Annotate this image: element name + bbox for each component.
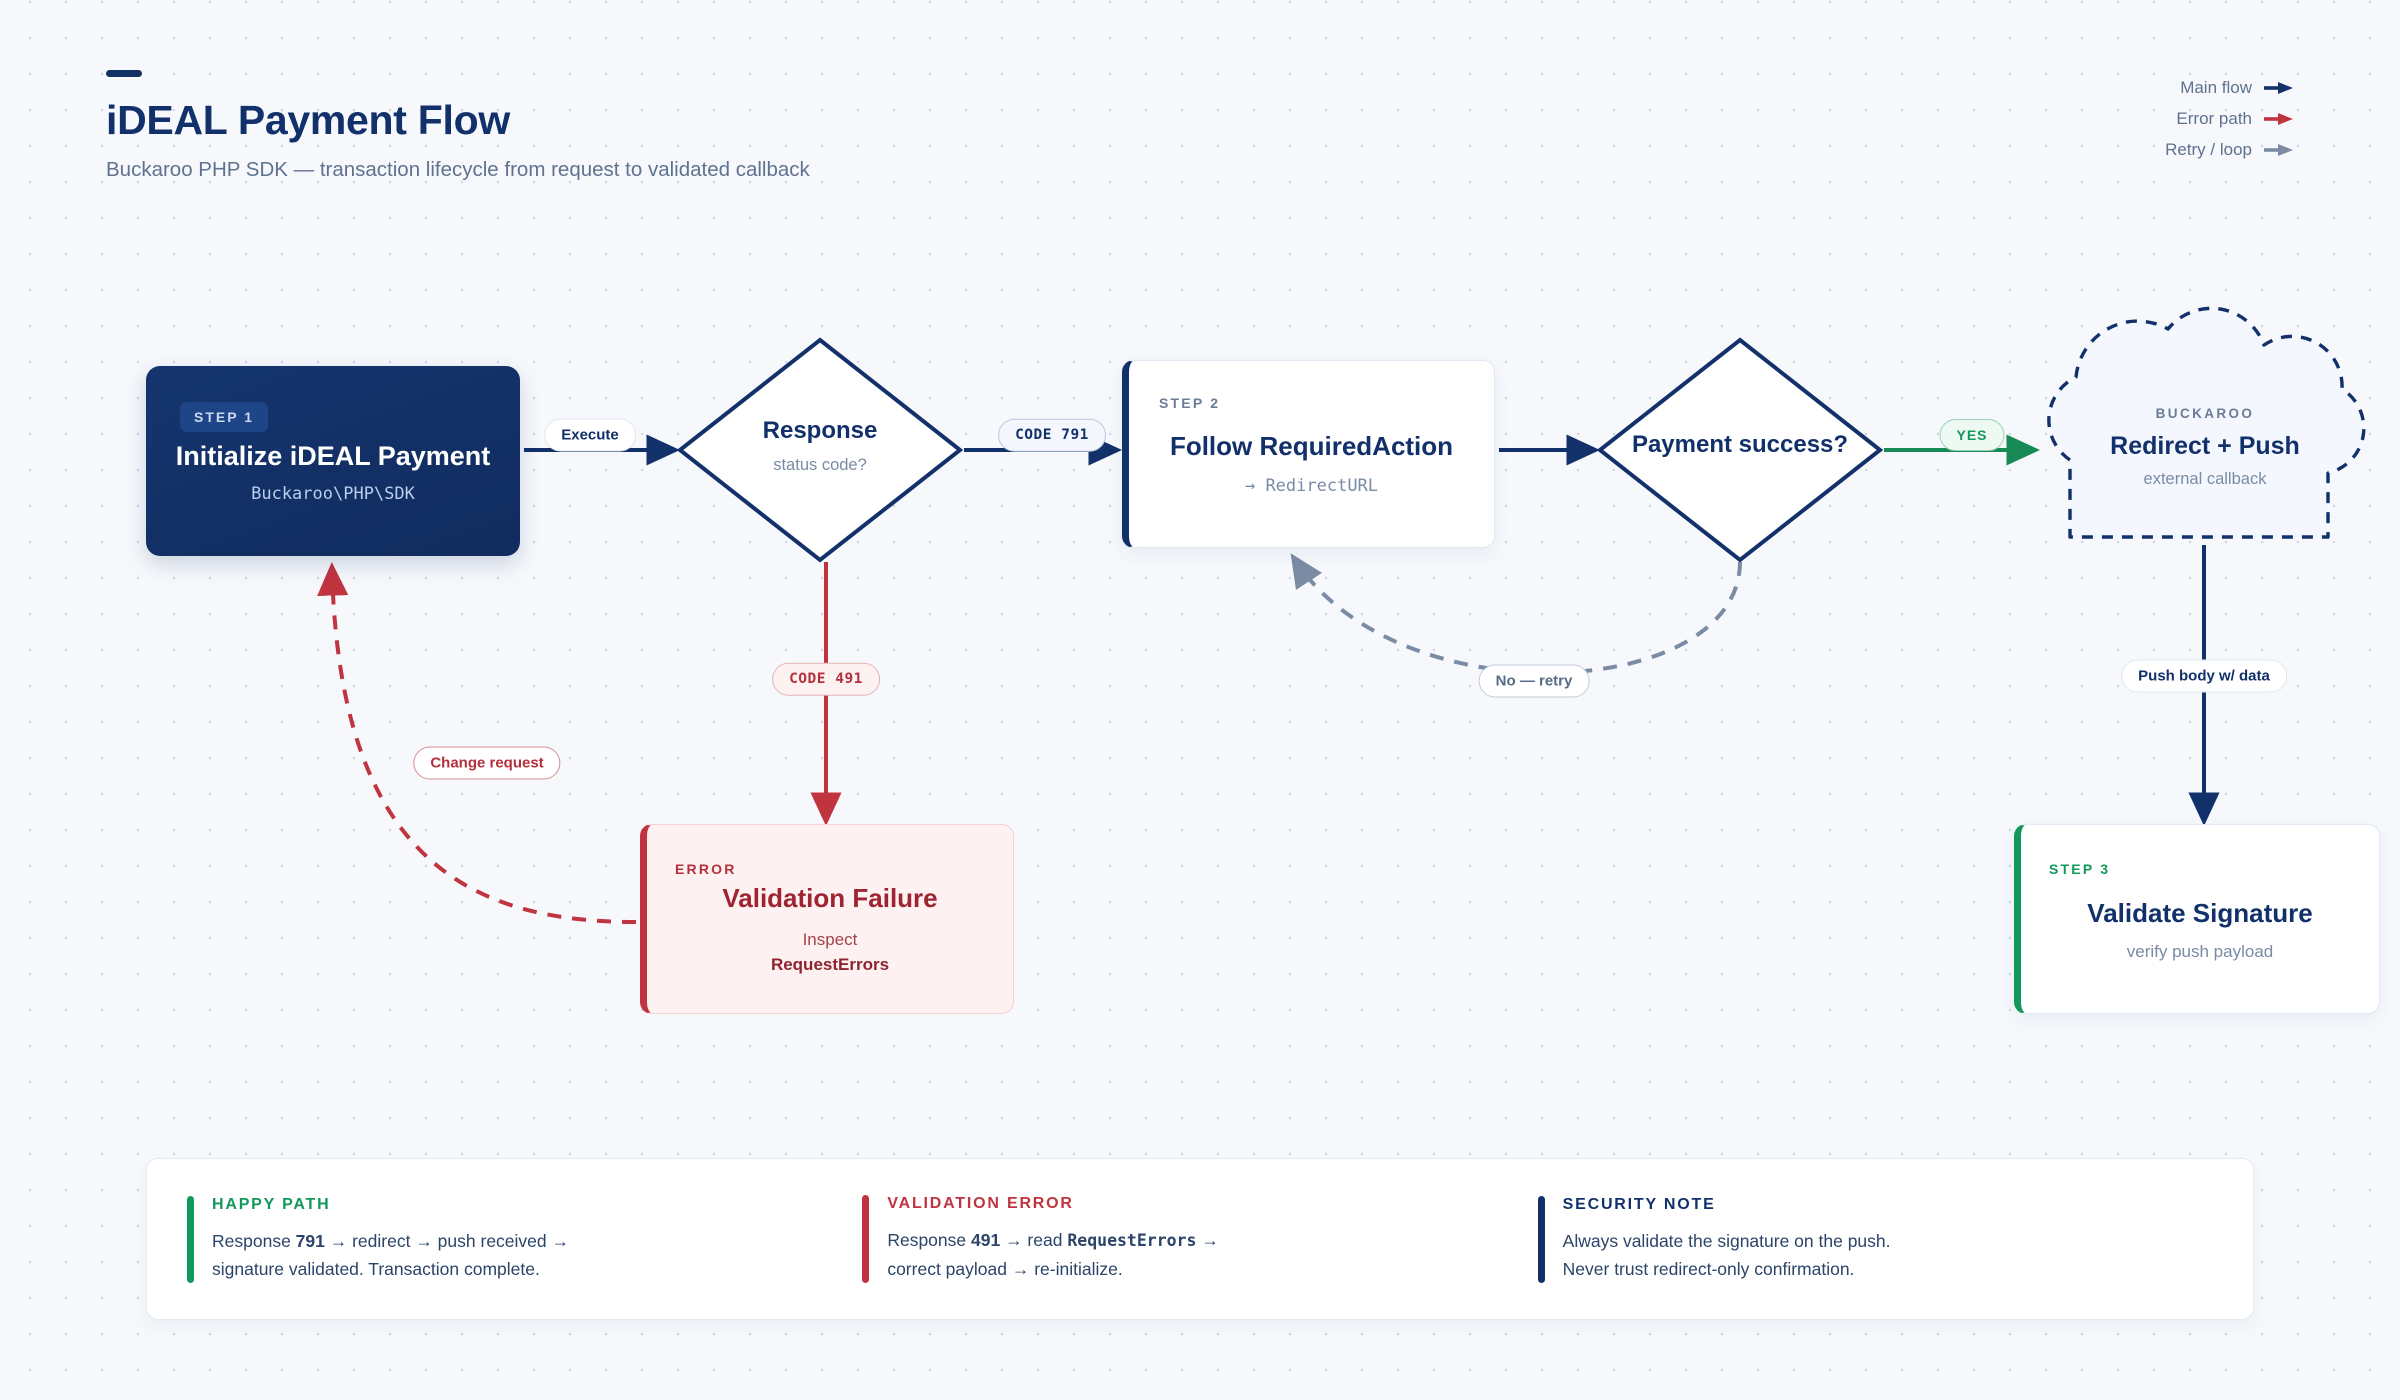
error-subtitle-line2: RequestErrors bbox=[770, 955, 890, 974]
cloud-title: Redirect + Push bbox=[2110, 431, 2300, 460]
footer-text: Always validate the signature on the pus… bbox=[1563, 1227, 1891, 1283]
arrow-right-icon bbox=[2264, 113, 2293, 125]
header: iDEAL Payment Flow Buckaroo PHP SDK — tr… bbox=[106, 70, 810, 182]
footer-text-line2: correct payload → re-initialize. bbox=[887, 1258, 1123, 1279]
arrow-right-icon bbox=[2264, 82, 2293, 94]
footer-card-security-note: SECURITY NOTE Always validate the signat… bbox=[1537, 1195, 2213, 1283]
edge-label-code-491: CODE 491 bbox=[772, 662, 880, 696]
edge-error-to-step1 bbox=[317, 562, 637, 924]
page-title: iDEAL Payment Flow bbox=[106, 97, 510, 143]
edge-label-no-retry: No — retry bbox=[1478, 664, 1590, 698]
footer-text-a: Response bbox=[212, 1230, 296, 1251]
error-subtitle-line1: Inspect bbox=[802, 929, 858, 949]
node-payment-success-decision[interactable]: Payment success? bbox=[1600, 340, 1880, 550]
step1-title: Initialize iDEAL Payment bbox=[175, 441, 491, 472]
footer-text-line2: Never trust redirect-only confirmation. bbox=[1562, 1258, 1855, 1279]
legend: Main flow Error path Retry / loop bbox=[2165, 78, 2294, 160]
footer-text-line2: signature validated. Transaction complet… bbox=[212, 1258, 540, 1279]
footer-text: Response 491 → read RequestErrors → corr… bbox=[887, 1226, 1219, 1282]
legend-label: Retry / loop bbox=[2165, 140, 2252, 159]
footer-accent-bar bbox=[1537, 1195, 1545, 1283]
node-validation-failure[interactable]: ERROR Validation Failure Inspect Request… bbox=[640, 824, 1014, 1014]
step2-subtitle: → RedirectURL bbox=[1244, 475, 1379, 496]
edge-label-execute: Execute bbox=[544, 418, 636, 452]
footer-text-c: → redirect → push received → bbox=[324, 1230, 569, 1251]
cloud-subtitle: external callback bbox=[2143, 469, 2267, 488]
node-step3-validate-signature[interactable]: STEP 3 Validate Signature verify push pa… bbox=[2014, 824, 2380, 1014]
footer-notes: HAPPY PATH Response 791 → redirect → pus… bbox=[146, 1158, 2254, 1320]
footer-text-c: → read bbox=[1000, 1230, 1068, 1251]
arrow-right-icon bbox=[2264, 144, 2293, 156]
step2-title: Follow RequiredAction bbox=[1169, 430, 1454, 461]
node-step1-initialize-payment[interactable]: STEP 1 Initialize iDEAL Payment Buckaroo… bbox=[146, 366, 520, 556]
step3-badge: STEP 3 bbox=[2049, 861, 2111, 877]
decision-payment-success-shape bbox=[1596, 337, 1884, 563]
footer-kicker: VALIDATION ERROR bbox=[887, 1195, 1074, 1213]
cloud-shape bbox=[2047, 306, 2366, 539]
footer-accent-bar bbox=[187, 1195, 194, 1283]
step3-subtitle: verify push payload bbox=[2126, 942, 2274, 961]
step1-subtitle: Buckaroo\PHP\SDK bbox=[251, 483, 415, 504]
legend-label: Error path bbox=[2176, 109, 2252, 128]
footer-text-mono: RequestErrors bbox=[1067, 1231, 1197, 1251]
footer-card-happy-path: HAPPY PATH Response 791 → redirect → pus… bbox=[187, 1195, 862, 1283]
step2-badge: STEP 2 bbox=[1159, 395, 1221, 411]
footer-text: Response 791 → redirect → push received … bbox=[212, 1227, 569, 1283]
node-buckaroo-redirect-push[interactable]: BUCKAROO Redirect + Push external callba… bbox=[2030, 345, 2380, 535]
decision-response-shape bbox=[676, 337, 964, 563]
edge-label-yes: YES bbox=[1939, 419, 2005, 451]
node-response-decision[interactable]: Response status code? bbox=[680, 340, 960, 550]
legend-item-retry-loop: Retry / loop bbox=[2165, 140, 2294, 160]
footer-text-a: Response bbox=[887, 1230, 971, 1251]
node-step2-follow-requiredaction[interactable]: STEP 2 Follow RequiredAction → RedirectU… bbox=[1122, 360, 1495, 548]
error-subtitle: Inspect RequestErrors bbox=[771, 927, 889, 978]
footer-kicker: HAPPY PATH bbox=[212, 1195, 331, 1213]
error-kicker: ERROR bbox=[675, 861, 737, 877]
cloud-kicker: BUCKAROO bbox=[2155, 405, 2255, 421]
page-subtitle: Buckaroo PHP SDK — transaction lifecycle… bbox=[106, 158, 810, 182]
footer-kicker: SECURITY NOTE bbox=[1562, 1195, 1716, 1213]
footer-text-line1: Always validate the signature on the pus… bbox=[1562, 1230, 1891, 1251]
error-title: Validation Failure bbox=[722, 882, 938, 913]
footer-text-code: 791 bbox=[295, 1230, 325, 1251]
title-rule bbox=[106, 70, 142, 77]
footer-text-d: → bbox=[1196, 1230, 1219, 1251]
footer-text-code: 491 bbox=[971, 1230, 1001, 1251]
legend-label: Main flow bbox=[2180, 78, 2252, 97]
edge-label-code-791: CODE 791 bbox=[998, 418, 1106, 452]
edge-label-push-body: Push body w/ data bbox=[2121, 659, 2287, 693]
legend-item-error-path: Error path bbox=[2176, 109, 2294, 129]
footer-card-validation-error: VALIDATION ERROR Response 491 → read Req… bbox=[862, 1195, 1537, 1283]
edge-success-retry-to-step2 bbox=[1290, 553, 1742, 675]
legend-item-main-flow: Main flow bbox=[2180, 78, 2294, 98]
step1-badge: STEP 1 bbox=[180, 402, 268, 432]
footer-accent-bar bbox=[862, 1195, 870, 1283]
step3-title: Validate Signature bbox=[2087, 898, 2313, 928]
edge-label-change-request: Change request bbox=[413, 746, 561, 780]
